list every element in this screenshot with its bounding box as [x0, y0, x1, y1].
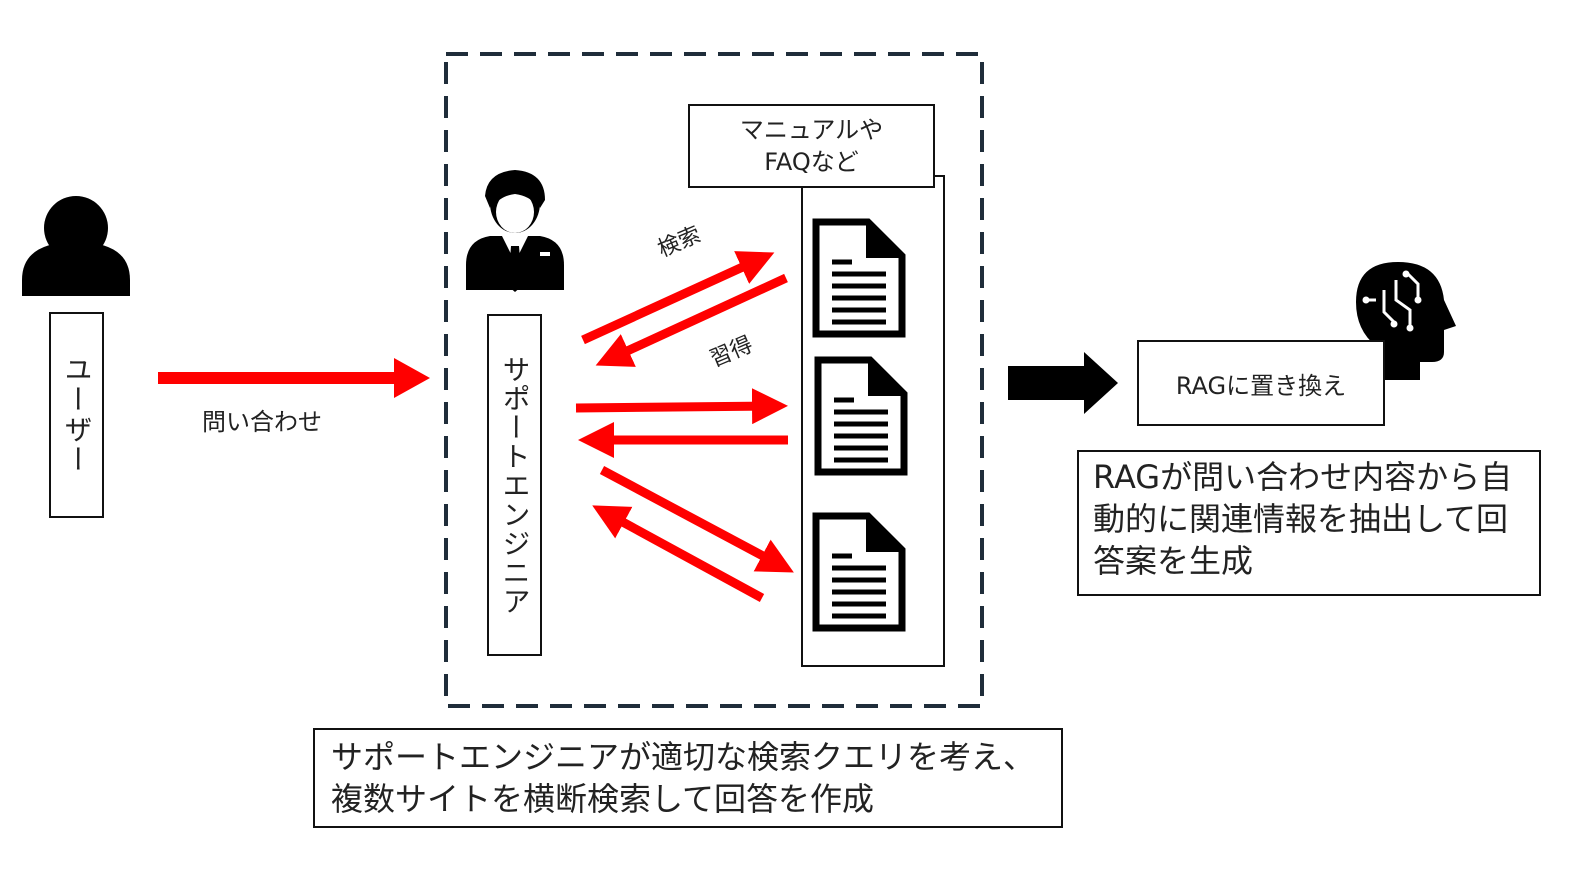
document-icon — [812, 218, 906, 338]
search-arrow-2 — [575, 388, 788, 425]
document-icon — [812, 512, 906, 632]
learn-arrow-1 — [595, 273, 788, 367]
learn-arrow-3 — [592, 505, 765, 602]
user-label: ユーザー — [60, 355, 94, 475]
rag-label: RAGに置き換え — [1175, 371, 1347, 400]
document-icon — [814, 356, 908, 476]
rag-description: RAGが問い合わせ内容から自動的に関連情報を抽出して回答案を生成 — [1077, 450, 1541, 596]
inquiry-label: 問い合わせ — [202, 408, 322, 436]
rag-description-text: RAGが問い合わせ内容から自動的に関連情報を抽出して回答案を生成 — [1093, 458, 1513, 580]
docs-label-box: マニュアルや FAQなど — [688, 104, 935, 188]
engineer-label: サポートエンジニア — [498, 354, 532, 616]
docs-label: マニュアルや FAQなど — [739, 116, 884, 176]
rag-label-box: RAGに置き換え — [1137, 340, 1385, 426]
support-process-container — [444, 52, 984, 708]
user-label-box: ユーザー — [49, 312, 104, 518]
inquiry-arrow — [158, 358, 430, 398]
search-arrow-3 — [599, 466, 794, 573]
businessman-icon — [466, 170, 564, 292]
current-process-description: サポートエンジニアが適切な検索クエリを考え、複数サイトを横断検索して回答を作成 — [313, 728, 1063, 828]
replace-arrow — [1008, 352, 1118, 414]
current-process-text: サポートエンジニアが適切な検索クエリを考え、複数サイトを横断検索して回答を作成 — [331, 738, 1036, 818]
search-arrow-1 — [581, 251, 775, 345]
engineer-label-box: サポートエンジニア — [487, 314, 542, 656]
user-icon — [22, 196, 130, 296]
